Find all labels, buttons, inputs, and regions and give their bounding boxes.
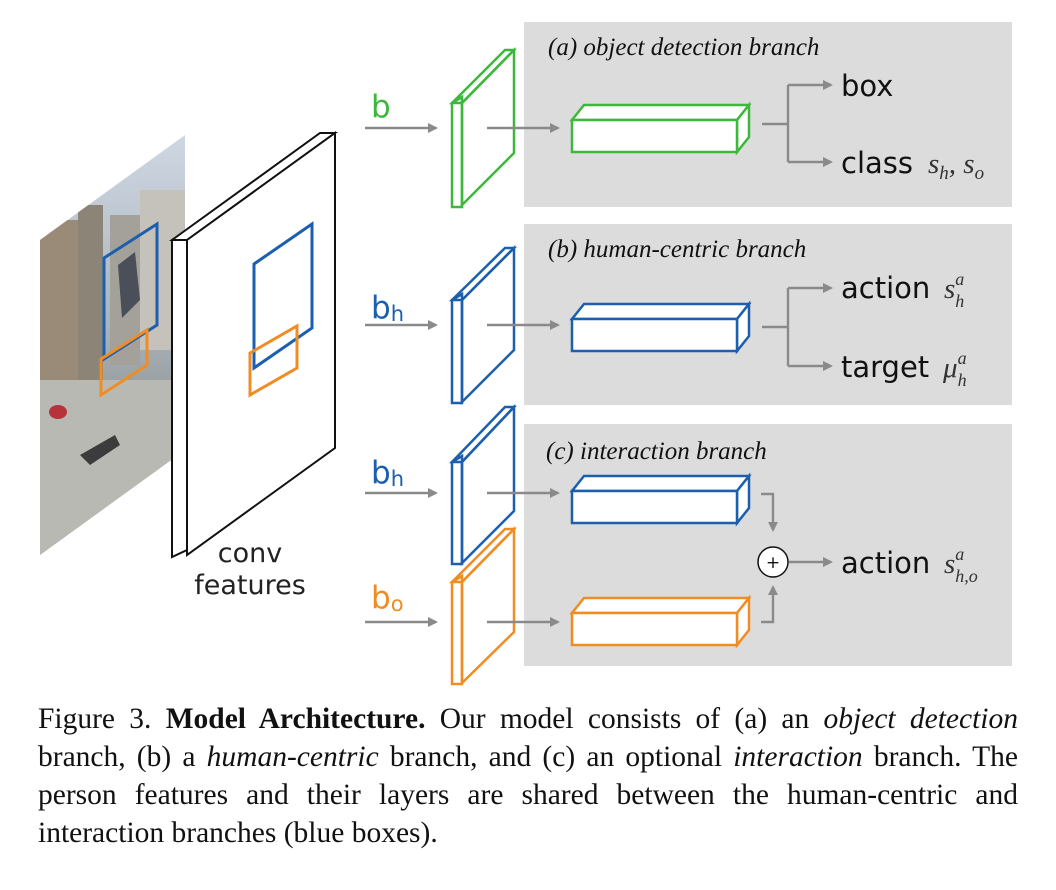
fork-arrows-a bbox=[762, 80, 833, 167]
output-class: class bbox=[841, 146, 913, 180]
fc-box-object-detection bbox=[569, 101, 752, 156]
caption-text-3: branch, and (c) an optional bbox=[378, 741, 734, 773]
caption-italic-human-centric: human-centric bbox=[206, 741, 379, 773]
caption-italic-object-detection: object detection bbox=[823, 703, 1018, 735]
merge-arrows-c bbox=[761, 492, 833, 624]
fork-arrows-b bbox=[762, 283, 833, 371]
fc-box-human-centric bbox=[569, 300, 752, 355]
input-bh-human: bh bbox=[371, 290, 404, 326]
roi-feature-blue-human bbox=[448, 244, 518, 406]
title-object-detection: (a) object detection branch bbox=[548, 34, 819, 61]
input-bo: bo bbox=[371, 580, 404, 616]
roi-feature-blue-interaction bbox=[449, 403, 517, 567]
caption-bold-title: Model Architecture. bbox=[165, 703, 426, 735]
output-action-interaction: action bbox=[841, 546, 930, 580]
conv-feature-map bbox=[168, 131, 339, 559]
features-label: features bbox=[194, 570, 306, 601]
roi-feature-green bbox=[448, 46, 517, 209]
caption-text-2: branch, (b) a bbox=[38, 741, 207, 773]
title-interaction: (c) interaction branch bbox=[546, 438, 767, 465]
conv-label: conv bbox=[218, 538, 282, 569]
architecture-diagram: conv features (a) object detection branc… bbox=[40, 22, 1012, 686]
object-box-image bbox=[99, 327, 149, 398]
caption-figure-number: Figure 3. bbox=[38, 703, 166, 735]
title-human-centric: (b) human-centric branch bbox=[548, 236, 806, 263]
output-target: target bbox=[841, 350, 929, 384]
roi-feature-orange bbox=[448, 525, 517, 686]
person-box-image bbox=[102, 221, 159, 362]
input-bh-interaction: bh bbox=[371, 455, 404, 491]
input-image bbox=[40, 135, 185, 555]
caption-italic-interaction: interaction bbox=[733, 741, 863, 773]
object-box-features bbox=[248, 323, 299, 398]
caption-text-1: Our model consists of (a) an bbox=[425, 703, 824, 735]
output-box: box bbox=[841, 69, 893, 103]
person-box-features bbox=[252, 221, 314, 371]
figure-caption: Figure 3. Model Architecture. Our model … bbox=[38, 700, 1018, 852]
input-b: b bbox=[371, 89, 391, 125]
output-action-human: action bbox=[841, 271, 930, 305]
sum-node bbox=[757, 546, 789, 578]
output-class-scores: sh, so bbox=[928, 148, 984, 184]
caption-text-4: branch. The person features and their la… bbox=[38, 741, 1019, 849]
fc-box-interaction-object bbox=[569, 594, 752, 649]
sum-node-plus: + bbox=[766, 553, 780, 573]
fc-box-interaction-person bbox=[569, 472, 752, 527]
